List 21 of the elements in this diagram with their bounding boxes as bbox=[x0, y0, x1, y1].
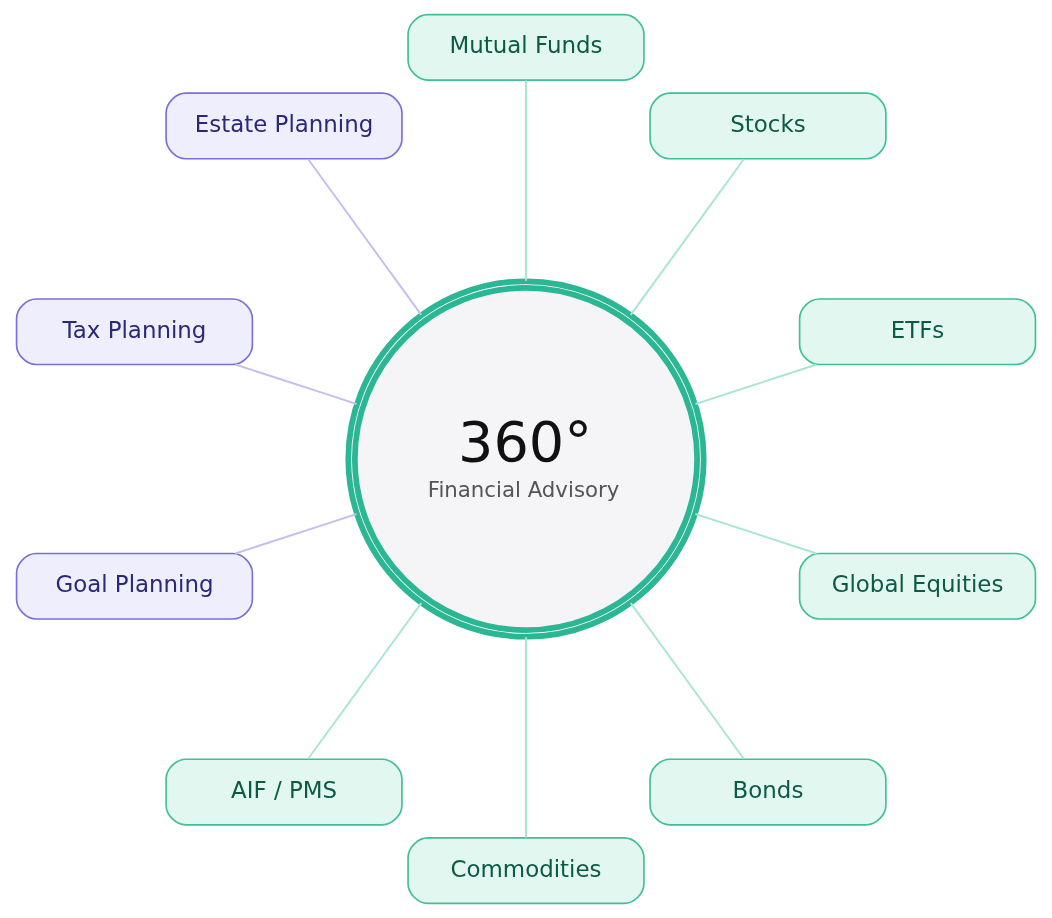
node-box: Mutual Funds bbox=[407, 13, 645, 81]
connector bbox=[234, 363, 358, 405]
connector bbox=[525, 79, 527, 282]
connector bbox=[694, 513, 818, 555]
node-circle: 360° Financial Advisory bbox=[345, 278, 707, 640]
node-box: Global Equities bbox=[798, 552, 1037, 620]
node-box: AIF / PMS bbox=[165, 758, 403, 826]
node-box: Goal Planning bbox=[15, 552, 254, 620]
node-box: Stocks bbox=[649, 92, 887, 160]
connector bbox=[525, 636, 527, 839]
node-box: Bonds bbox=[649, 758, 887, 826]
node-box: Tax Planning bbox=[15, 298, 254, 366]
connector bbox=[307, 158, 423, 316]
connector bbox=[694, 363, 818, 405]
node-box: Commodities bbox=[407, 837, 645, 905]
connector bbox=[234, 513, 358, 555]
connector bbox=[629, 602, 745, 760]
connector bbox=[629, 158, 745, 316]
connector bbox=[307, 602, 423, 760]
node-box: Estate Planning bbox=[165, 92, 403, 160]
node-box: ETFs bbox=[798, 298, 1037, 366]
